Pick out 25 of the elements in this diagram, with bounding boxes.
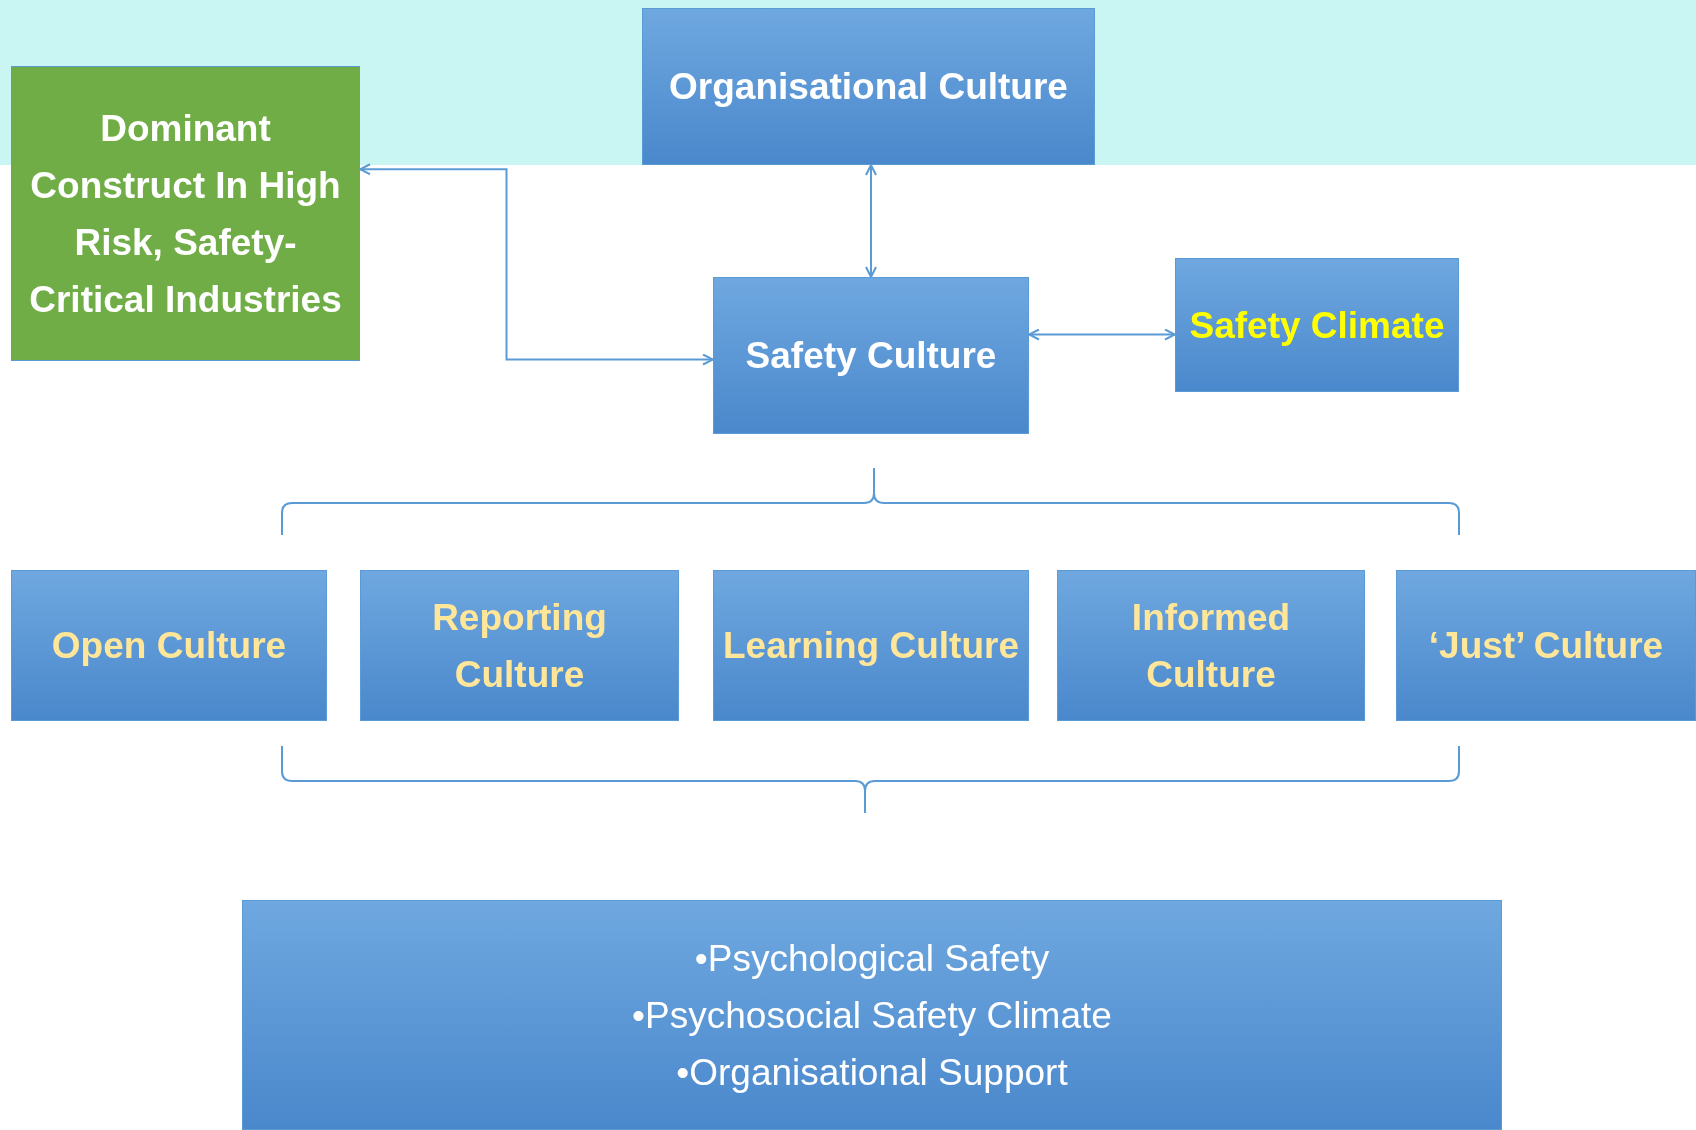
box-label: Safety Culture [744, 334, 998, 378]
double-arrow [865, 164, 877, 278]
box-label: Dominant Construct In High Risk, Safety-Critical Industries [28, 106, 343, 322]
bullet-item: •Organisational Support [675, 1050, 1069, 1095]
box-label: Reporting Culture [431, 595, 608, 697]
bullet-item: •Psychosocial Safety Climate [631, 993, 1113, 1038]
box-label: Safety Climate [1188, 303, 1446, 348]
factor-box [242, 900, 1502, 1130]
double-arrow [359, 163, 714, 366]
culture-box [1396, 570, 1696, 721]
culture-box [1057, 570, 1365, 721]
culture-box [713, 570, 1029, 721]
construct-box [11, 66, 360, 361]
culture-box [360, 570, 679, 721]
climate-box [1175, 258, 1459, 392]
double-arrow [1028, 328, 1176, 341]
culture-box [642, 8, 1095, 165]
box-label: Open Culture [50, 624, 288, 668]
culture-box [713, 277, 1029, 434]
box-label: Informed Culture [1130, 595, 1292, 697]
box-label: ‘Just’ Culture [1427, 624, 1665, 668]
box-label: Organisational Culture [668, 65, 1069, 109]
culture-box [11, 570, 327, 721]
box-label: Learning Culture [722, 624, 1020, 668]
bullet-item: •Psychological Safety [693, 936, 1051, 981]
